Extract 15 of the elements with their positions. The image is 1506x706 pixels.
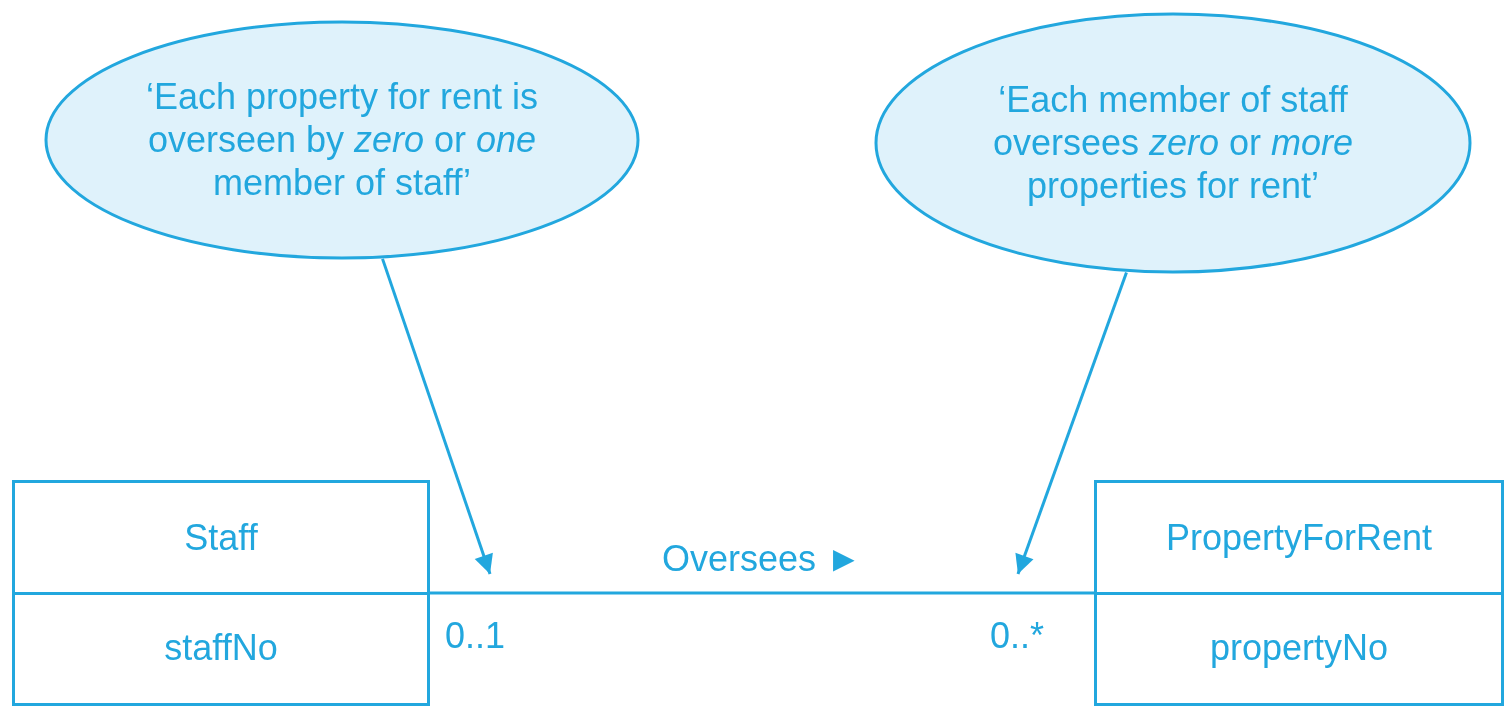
- callout-text: ‘Each property for rent is overseen by zero or one member of staff’: [144, 75, 540, 205]
- class-box: [12, 480, 430, 706]
- callout-ellipse: [874, 12, 1472, 274]
- class-name: Staff: [184, 517, 258, 559]
- callout-text: ‘Each member of staff oversees zero or more properties for rent’: [991, 78, 1355, 208]
- leader-arrow: [381, 258, 493, 575]
- attribute-text: propertyNo: [1209, 627, 1389, 669]
- multiplicity-label: 0..*: [990, 618, 1045, 654]
- multiplicity-label: 0..1: [445, 618, 506, 654]
- class-box: [1094, 480, 1504, 706]
- attribute-text: staffNo: [164, 627, 278, 669]
- class-name: PropertyForRent: [1165, 517, 1433, 559]
- leader-arrow: [1015, 271, 1128, 575]
- association-line: [430, 591, 1094, 595]
- callout-ellipse: [44, 20, 640, 260]
